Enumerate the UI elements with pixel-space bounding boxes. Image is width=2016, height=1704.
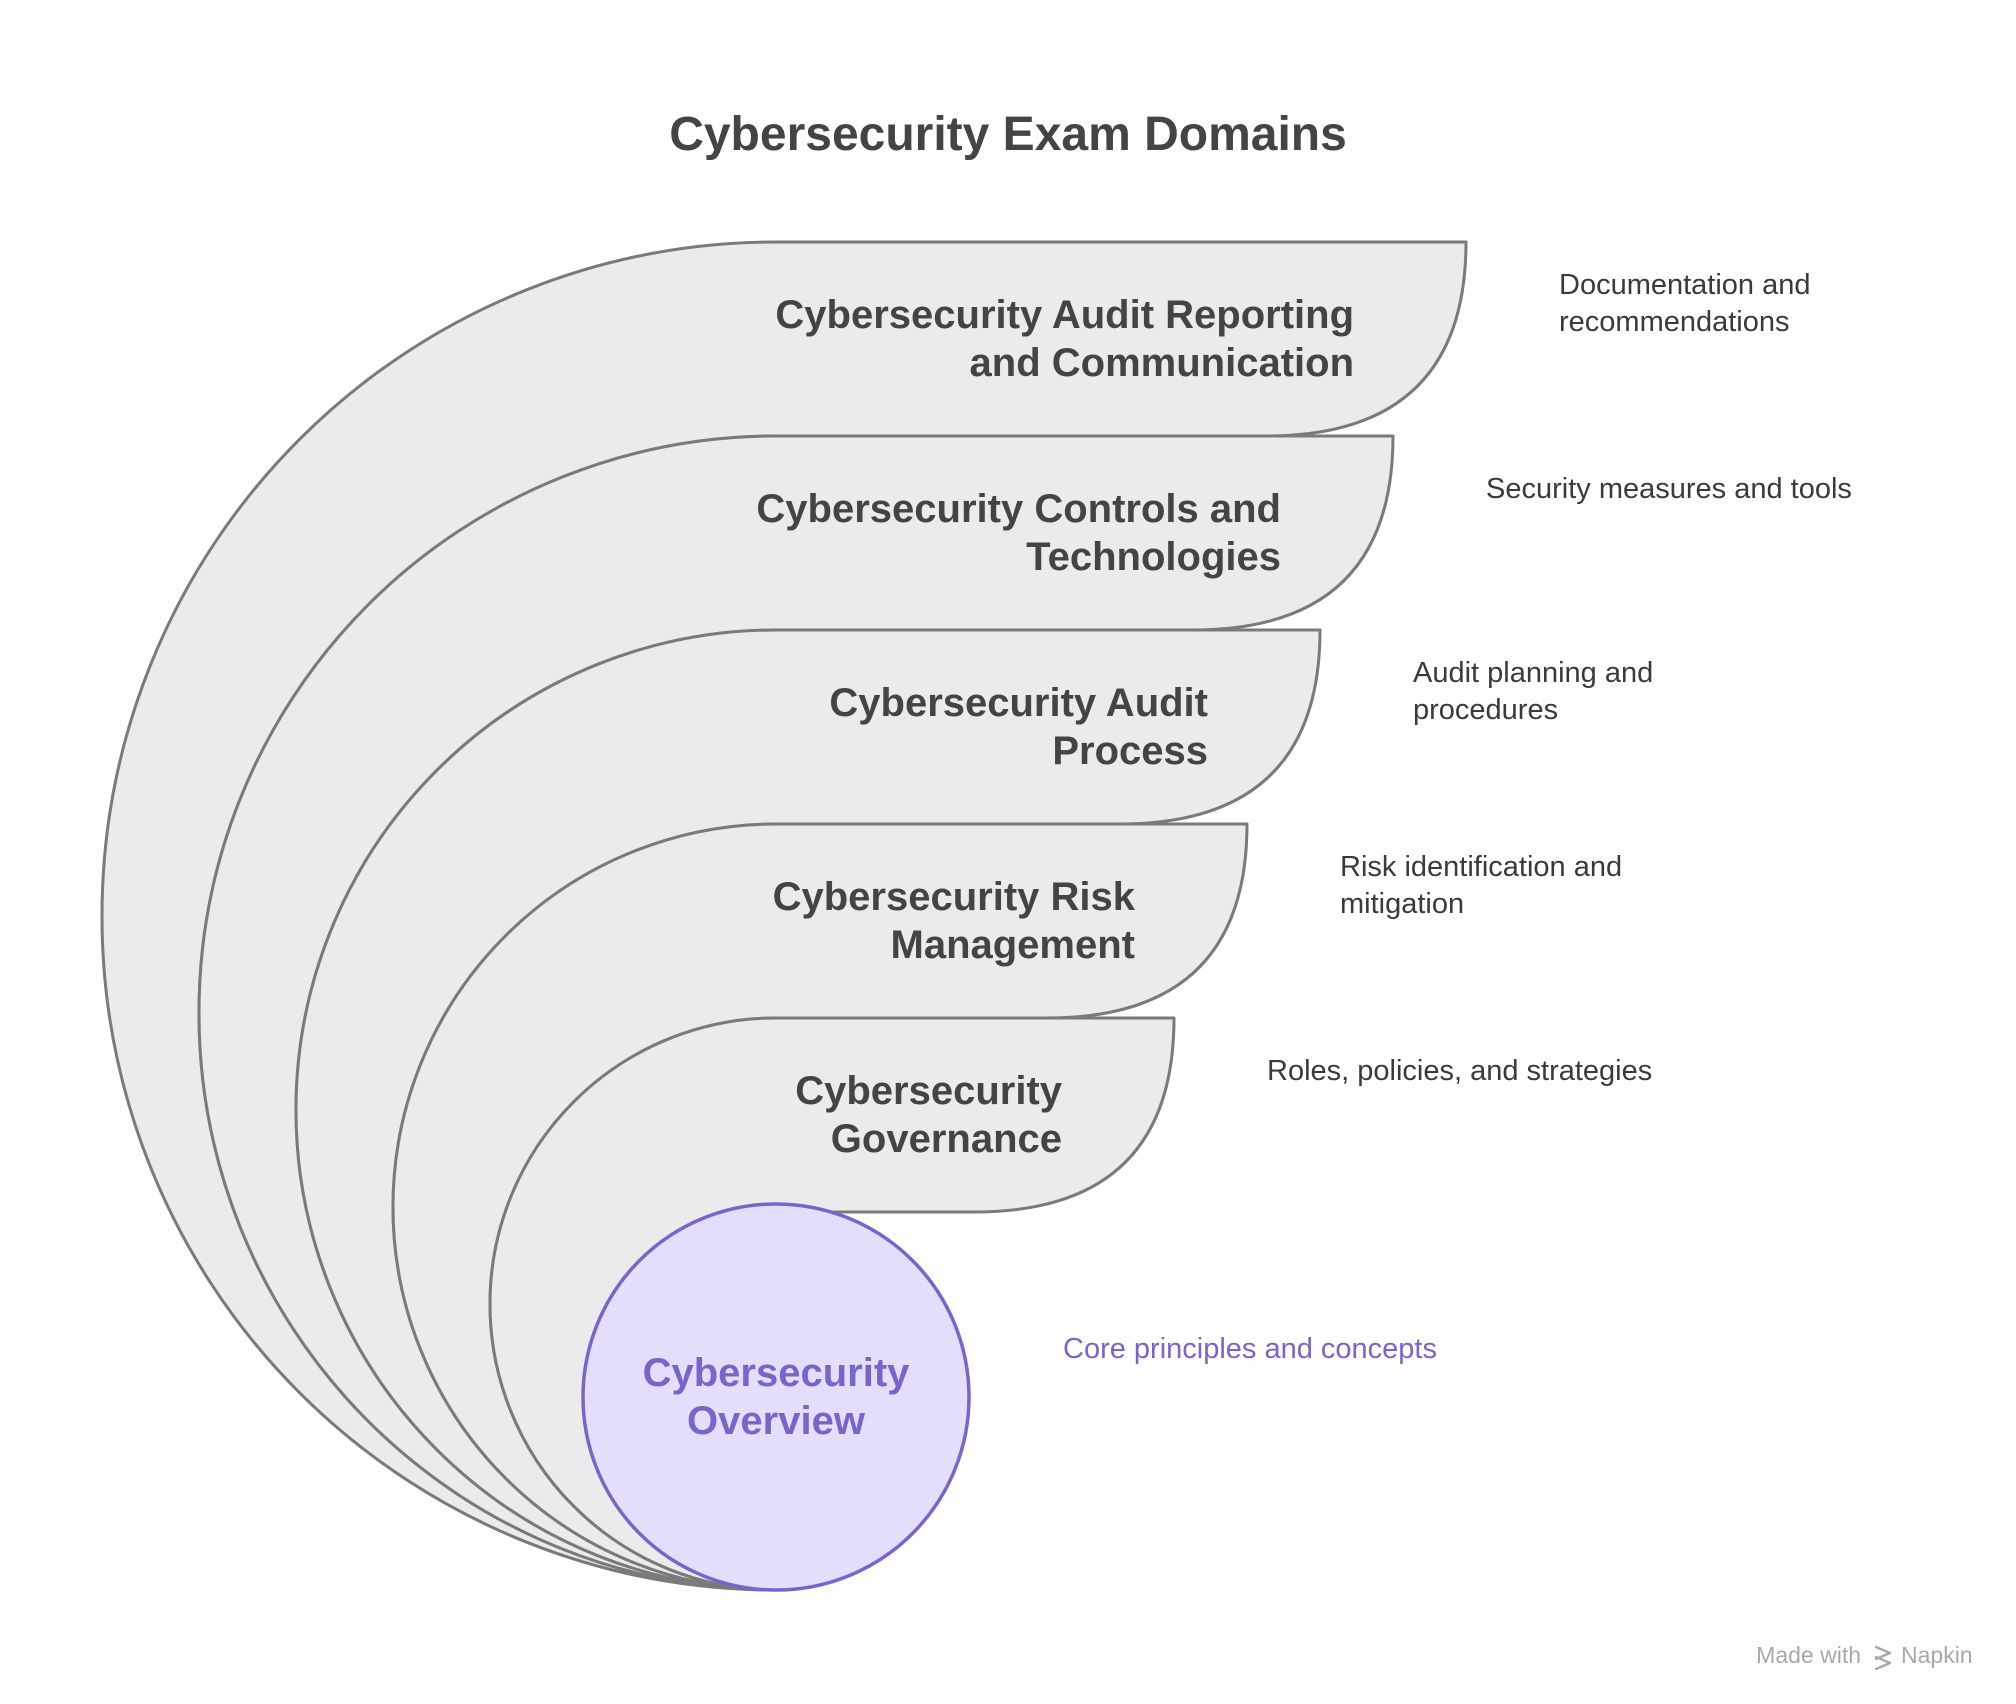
- layer-title-line: Governance: [831, 1117, 1062, 1161]
- core-circle-group: Cybersecurity Overview Core principles a…: [581, 1202, 1437, 1592]
- core-title-line-2: Overview: [687, 1399, 866, 1443]
- napkin-logo-icon: [1874, 1645, 1892, 1671]
- layer-title-line: Management: [891, 923, 1136, 967]
- core-description: Core principles and concepts: [1063, 1333, 1437, 1365]
- layer-title-line: Cybersecurity: [795, 1069, 1063, 1113]
- layer-title-line: Technologies: [1026, 535, 1281, 579]
- layer-description-line: recommendations: [1559, 306, 1790, 338]
- layer-title-line: Cybersecurity Audit Reporting: [775, 293, 1354, 337]
- layer-description-line: Risk identification and: [1340, 851, 1622, 883]
- layer-title-line: and Communication: [970, 341, 1354, 385]
- core-title-line-1: Cybersecurity: [643, 1351, 911, 1395]
- layer-description-line: Roles, policies, and strategies: [1267, 1055, 1652, 1087]
- layer-title-line: Cybersecurity Controls and: [756, 487, 1281, 531]
- layer-description-line: procedures: [1413, 694, 1558, 726]
- layer-description-line: Audit planning and: [1413, 657, 1653, 689]
- layer-description-line: Security measures and tools: [1486, 473, 1852, 505]
- diagram-title: Cybersecurity Exam Domains: [669, 108, 1347, 161]
- footer-made-with: Made with: [1756, 1642, 1861, 1668]
- layer-title-line: Cybersecurity Risk: [773, 875, 1136, 919]
- layer-description-line: Documentation and: [1559, 269, 1811, 301]
- layer-description-line: mitigation: [1340, 888, 1464, 920]
- core-circle: [581, 1202, 971, 1592]
- footer-brand: Napkin: [1901, 1642, 1973, 1668]
- layer-title-line: Cybersecurity Audit: [829, 681, 1208, 725]
- layer-title-line: Process: [1052, 729, 1208, 773]
- made-with-napkin-badge: Made with Napkin: [1756, 1642, 1973, 1671]
